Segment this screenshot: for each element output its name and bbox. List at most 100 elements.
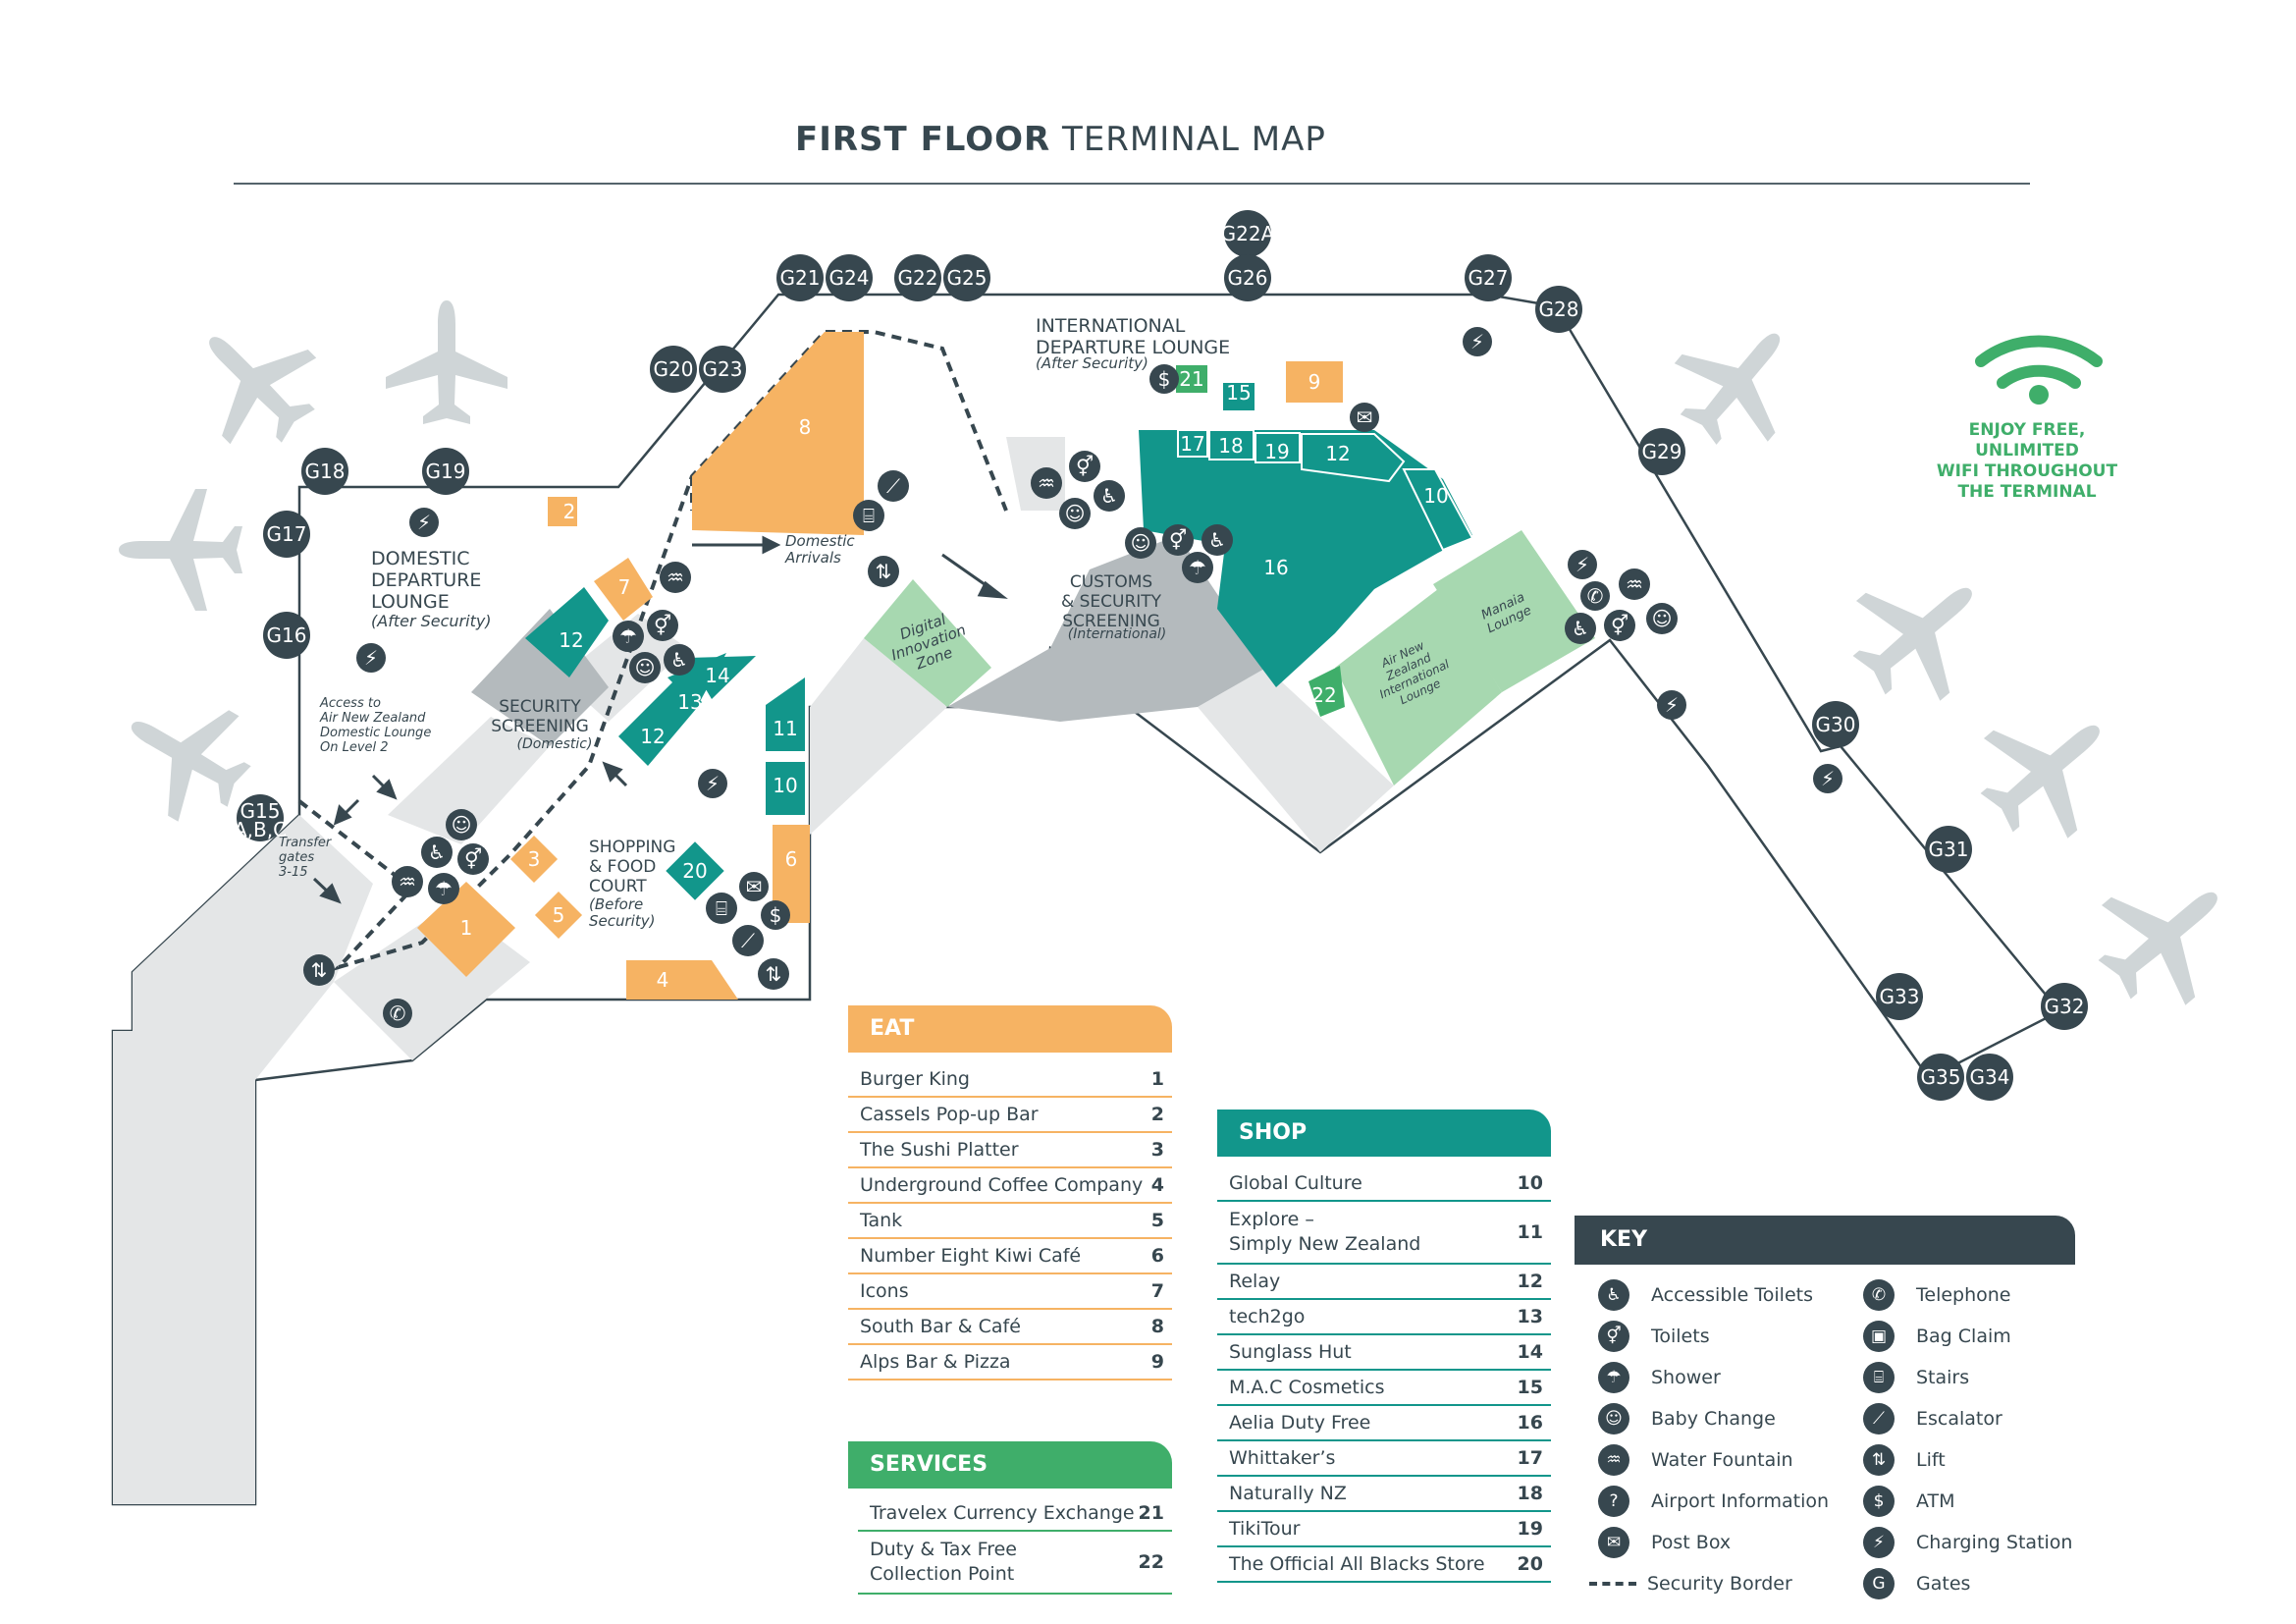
unit-3[interactable] [509, 835, 559, 884]
charging-station-icon: ⚡ [356, 643, 386, 673]
gate-G22A[interactable]: G22A [1221, 210, 1275, 257]
unit-2[interactable] [548, 497, 577, 526]
gate-G22[interactable]: G22 [894, 254, 941, 301]
svg-text:⌸: ⌸ [863, 504, 875, 527]
accessible-icon: ♿ [1565, 613, 1596, 644]
stairs-icon: ⌸ [1863, 1362, 1895, 1393]
unit-12-intl[interactable] [1301, 433, 1406, 483]
gate-G24[interactable]: G24 [826, 254, 873, 301]
svg-text:⚡: ⚡ [417, 511, 431, 534]
gate-G20[interactable]: G20 [650, 346, 697, 393]
unit-10-dom[interactable] [766, 762, 805, 815]
unit-14[interactable] [687, 656, 756, 699]
svg-text:22: 22 [1311, 683, 1336, 707]
list-item-number: 19 [1517, 1518, 1543, 1540]
unit-9[interactable] [1286, 361, 1343, 403]
unit-4[interactable] [626, 960, 738, 1000]
svg-text:G26: G26 [1228, 266, 1268, 290]
unit-8[interactable] [692, 332, 864, 535]
unit-10-intl[interactable] [1402, 468, 1474, 552]
lift-icon: ⇅ [758, 958, 789, 990]
atm-icon: $ [1149, 364, 1179, 394]
unit-11[interactable] [766, 677, 805, 751]
unit-5[interactable] [534, 891, 583, 940]
direction-arrows [312, 535, 1008, 904]
gate-G19[interactable]: G19 [422, 448, 469, 495]
gate-G30[interactable]: G30 [1812, 701, 1859, 748]
svg-text:G18: G18 [305, 460, 346, 483]
gate-G29[interactable]: G29 [1638, 428, 1685, 475]
unit-20[interactable] [666, 841, 724, 900]
unit-16[interactable] [1139, 430, 1472, 687]
gate-G16[interactable]: G16 [263, 612, 310, 659]
unit-18[interactable] [1208, 429, 1255, 460]
unit-12b[interactable] [618, 677, 702, 766]
gate-G33[interactable]: G33 [1876, 973, 1923, 1020]
svg-text:☂: ☂ [1189, 556, 1206, 579]
gate-G32[interactable]: G32 [2041, 983, 2088, 1030]
water-fountain-icon: ♒ [1031, 467, 1062, 499]
accessible-icon: ♿ [1201, 524, 1233, 556]
svg-text:G21: G21 [780, 266, 821, 290]
gate-G25[interactable]: G25 [943, 254, 990, 301]
unit-17[interactable] [1177, 429, 1208, 458]
gate-G23[interactable]: G23 [699, 346, 746, 393]
gate-G28[interactable]: G28 [1535, 286, 1582, 333]
unit-22[interactable] [1308, 666, 1345, 717]
unit-7[interactable] [594, 558, 653, 621]
list-item-name: M.A.C Cosmetics [1229, 1376, 1385, 1398]
svg-text:⇅: ⇅ [311, 958, 328, 982]
unit-1[interactable] [417, 882, 515, 977]
key-item-label: Accessible Toilets [1651, 1284, 1813, 1306]
svg-text:17: 17 [1180, 432, 1204, 456]
unit-21[interactable] [1176, 365, 1207, 393]
gate-G17[interactable]: G17 [263, 511, 310, 558]
gate-G27[interactable]: G27 [1465, 254, 1512, 301]
key-item-label: Shower [1651, 1367, 1721, 1388]
gate-G26[interactable]: G26 [1224, 254, 1271, 301]
gate-G21[interactable]: G21 [776, 254, 824, 301]
list-item-name: Relay [1229, 1270, 1281, 1292]
unit-12-dom[interactable] [525, 587, 609, 677]
gate-G18[interactable]: G18 [301, 448, 348, 495]
svg-text:⚡: ⚡ [706, 772, 720, 795]
unit-15[interactable] [1223, 383, 1255, 410]
list-item-name: Travelex Currency Exchange [870, 1501, 1135, 1524]
svg-text:10: 10 [773, 774, 797, 797]
svg-text:G32: G32 [2045, 995, 2085, 1018]
gate-G34[interactable]: G34 [1966, 1054, 2013, 1101]
gate-G35[interactable]: G35 [1917, 1054, 1964, 1101]
key-item: ☂Shower [1575, 1361, 1840, 1394]
unit-19[interactable] [1255, 432, 1301, 463]
post-box-icon: ✉ [739, 872, 769, 901]
svg-text:♒: ♒ [1038, 471, 1055, 495]
eat-heading: EAT [848, 1005, 1172, 1053]
gate-G31[interactable]: G31 [1925, 826, 1972, 873]
lift-icon: ⇅ [1863, 1444, 1895, 1476]
